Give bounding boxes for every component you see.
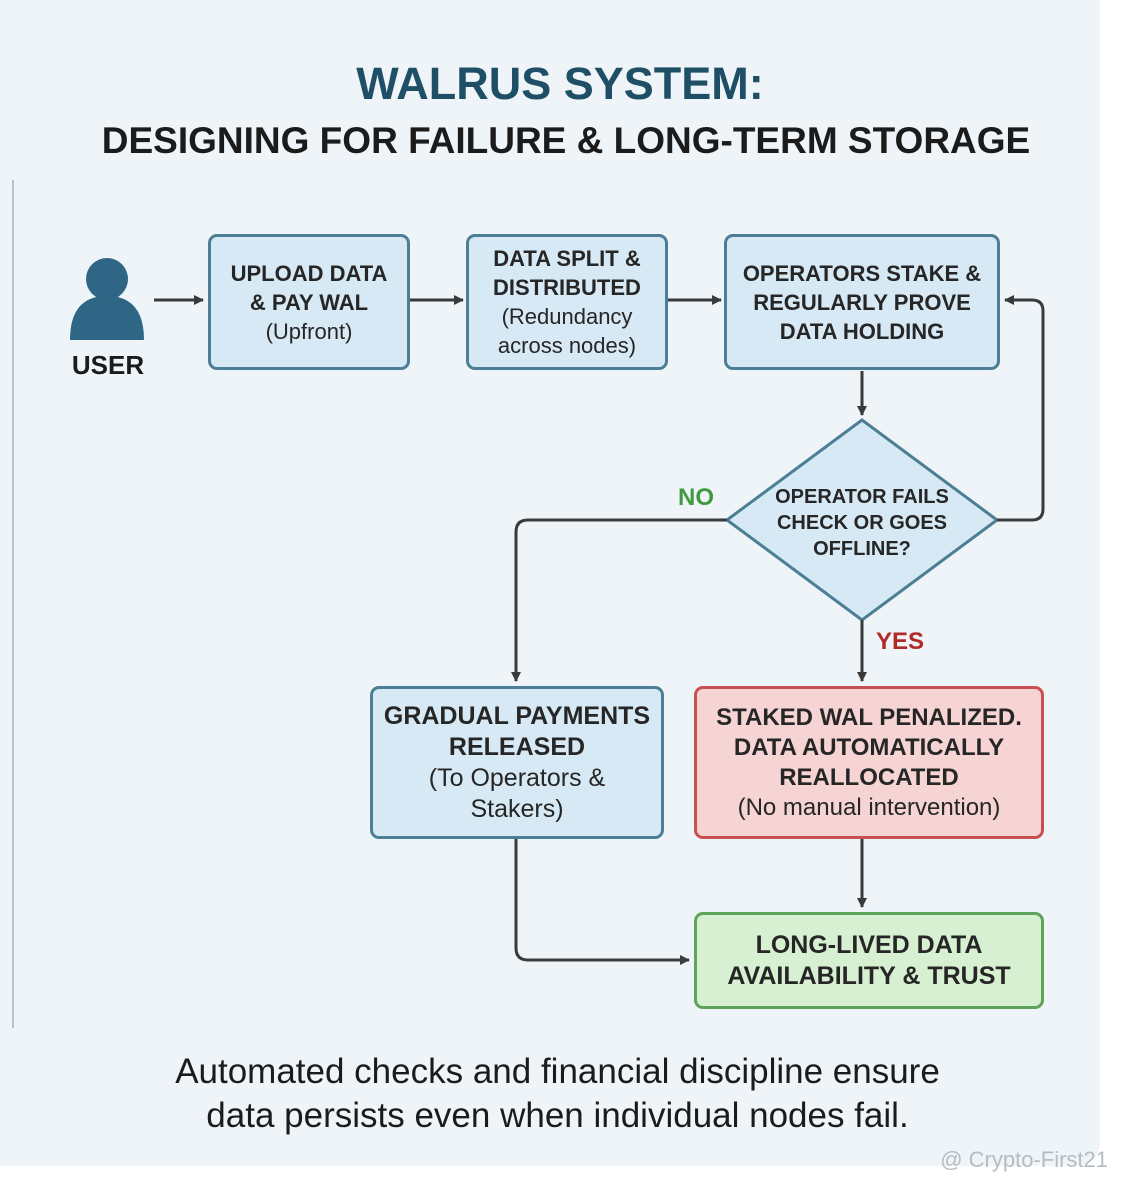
operators-line-1: OPERATORS STAKE & (742, 260, 982, 286)
arrow-decision-loop-back (997, 295, 1045, 522)
operators-line-2: REGULARLY PROVE (753, 289, 971, 315)
penalty-line-1: STAKED WAL PENALIZED. (716, 703, 1022, 731)
penalty-line-3: REALLOCATED (779, 763, 959, 791)
payments-line-1: GRADUAL PAYMENTS (383, 701, 651, 730)
decision-question: OPERATOR FAILS CHECK OR GOES OFFLINE? (746, 484, 978, 562)
decision-line-1: OPERATOR FAILS (775, 486, 949, 508)
caption-line-2: data persists even when individual nodes… (206, 1096, 909, 1135)
arrow-decision-no (511, 518, 727, 682)
split-line-3: (Redundancy (501, 304, 633, 329)
split-line-2: DISTRIBUTED (493, 275, 641, 300)
watermark: @ Crypto-First21 (940, 1147, 1108, 1172)
upload-line-1: UPLOAD DATA (230, 260, 388, 286)
decision-line-3: OFFLINE? (813, 538, 911, 560)
penalty-reallocation-box: STAKED WAL PENALIZED. DATA AUTOMATICALLY… (694, 686, 1044, 839)
penalty-line-2: DATA AUTOMATICALLY (733, 733, 1005, 761)
payments-line-3: (To Operators & (428, 763, 606, 792)
payments-line-4: Stakers) (470, 794, 564, 823)
data-split-box: DATA SPLIT & DISTRIBUTED (Redundancy acr… (466, 234, 668, 370)
split-line-4: across nodes) (497, 333, 637, 358)
footer-caption: Automated checks and financial disciplin… (0, 1050, 1115, 1138)
user-icon (70, 258, 144, 340)
infographic-page: WALRUS SYSTEM: DESIGNING FOR FAILURE & L… (0, 0, 1100, 1166)
penalty-line-4: (No manual intervention) (737, 793, 1001, 821)
left-divider (12, 180, 14, 1028)
outcome-line-1: LONG-LIVED DATA (755, 930, 983, 959)
upload-data-box: UPLOAD DATA & PAY WAL (Upfront) (208, 234, 410, 370)
caption-line-1: Automated checks and financial disciplin… (175, 1052, 940, 1091)
gradual-payments-box: GRADUAL PAYMENTS RELEASED (To Operators … (370, 686, 664, 839)
decision-line-2: CHECK OR GOES (776, 512, 948, 534)
flowchart-connectors (70, 258, 1045, 965)
split-line-1: DATA SPLIT & (493, 246, 641, 271)
payments-line-2: RELEASED (448, 732, 586, 761)
arrow-payments-to-outcome (514, 839, 690, 965)
operators-stake-box: OPERATORS STAKE & REGULARLY PROVE DATA H… (724, 234, 1000, 370)
upload-line-2: & PAY WAL (249, 289, 369, 315)
outcome-line-2: AVAILABILITY & TRUST (727, 961, 1011, 990)
user-label: USER (71, 350, 145, 380)
upload-line-3: (Upfront) (265, 318, 353, 344)
long-lived-data-box: LONG-LIVED DATA AVAILABILITY & TRUST (694, 912, 1044, 1009)
operators-line-3: DATA HOLDING (779, 318, 945, 344)
page-title: WALRUS SYSTEM: (356, 58, 764, 109)
edge-label-no: NO (678, 484, 714, 511)
page-subtitle: DESIGNING FOR FAILURE & LONG-TERM STORAG… (101, 120, 1031, 161)
edge-label-yes: YES (876, 628, 925, 655)
